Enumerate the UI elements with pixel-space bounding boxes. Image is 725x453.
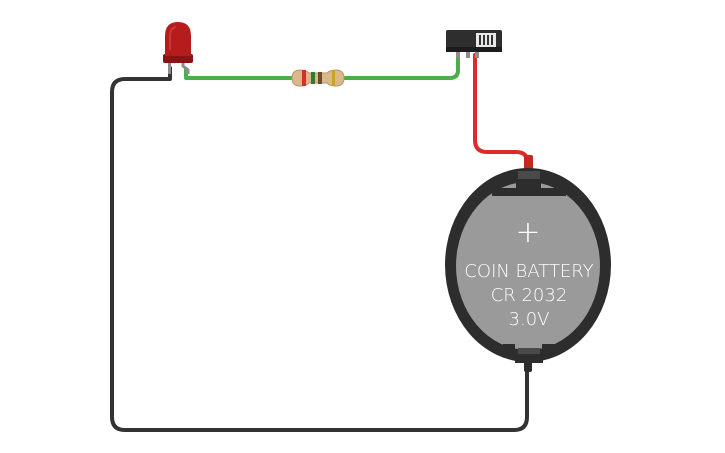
resistor[interactable]	[291, 69, 345, 87]
led-highlight	[169, 26, 177, 50]
green-wire[interactable]	[184, 53, 460, 80]
switch-base	[446, 47, 502, 52]
coin-battery[interactable]: + COIN BATTERY CR 2032 3.0V	[445, 155, 611, 372]
battery-terminal-positive	[524, 155, 533, 172]
led-dome	[165, 22, 191, 56]
led-lead-anode	[181, 62, 190, 74]
switch-grip-1	[479, 35, 481, 45]
switch-grip-3	[487, 35, 489, 45]
battery-bottom-slot	[518, 348, 540, 354]
battery-label-line3: 3.0V	[509, 309, 550, 330]
battery-label-line2: CR 2032	[491, 285, 568, 306]
led-lead-cathode	[168, 62, 171, 74]
led-rim	[163, 54, 193, 63]
battery-top-cutout	[492, 179, 566, 196]
battery-plus-symbol: +	[515, 215, 540, 250]
battery-bottom-cutout	[503, 344, 554, 356]
resistor-band-4	[332, 70, 335, 86]
switch-lead-left	[456, 50, 460, 58]
led[interactable]	[163, 22, 193, 74]
black-wire[interactable]	[110, 66, 529, 432]
red-wire[interactable]	[473, 53, 530, 170]
battery-top-slot	[518, 171, 540, 179]
resistor-band-1	[302, 70, 306, 86]
resistor-band-2	[311, 72, 315, 84]
battery-label-line1: COIN BATTERY	[464, 261, 593, 282]
battery-cell	[456, 182, 600, 350]
switch-grip-2	[483, 35, 485, 45]
switch-grip-4	[491, 35, 493, 45]
resistor-band-3	[318, 72, 322, 84]
slide-switch[interactable]	[446, 30, 502, 58]
switch-lead-right	[475, 50, 479, 58]
switch-lead-middle	[466, 50, 470, 58]
